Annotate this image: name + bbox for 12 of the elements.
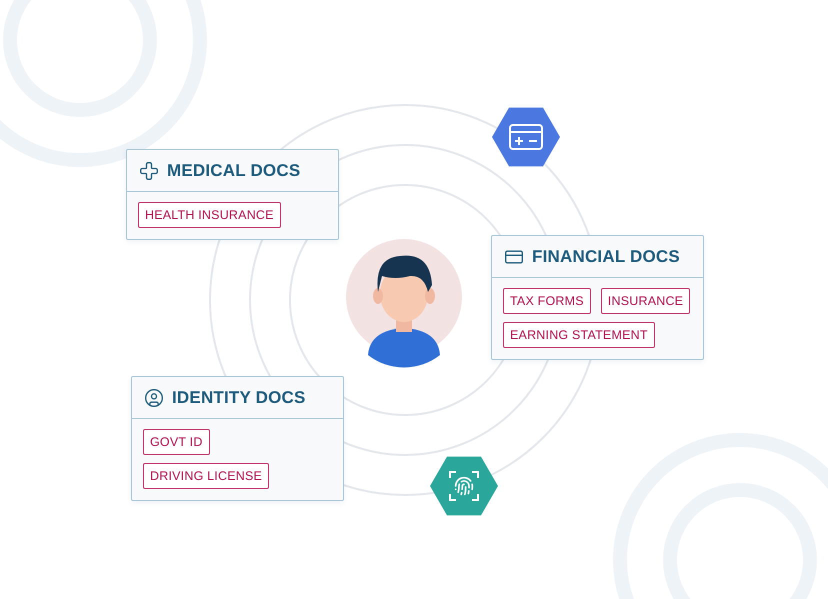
document-tag: DRIVING LICENSE — [143, 463, 270, 489]
category-card — [126, 149, 339, 240]
card-title: IDENTITY DOCS — [172, 388, 306, 408]
card-title: FINANCIAL DOCS — [532, 246, 680, 266]
document-tag: INSURANCE — [600, 288, 690, 314]
document-tag: GOVT ID — [143, 429, 210, 455]
document-tag: HEALTH INSURANCE — [138, 202, 281, 228]
card-title: MEDICAL DOCS — [167, 160, 300, 180]
document-tag: TAX FORMS — [503, 288, 591, 314]
category-card — [131, 376, 344, 501]
document-tag: EARNING STATEMENT — [503, 322, 655, 348]
category-card — [491, 235, 704, 360]
